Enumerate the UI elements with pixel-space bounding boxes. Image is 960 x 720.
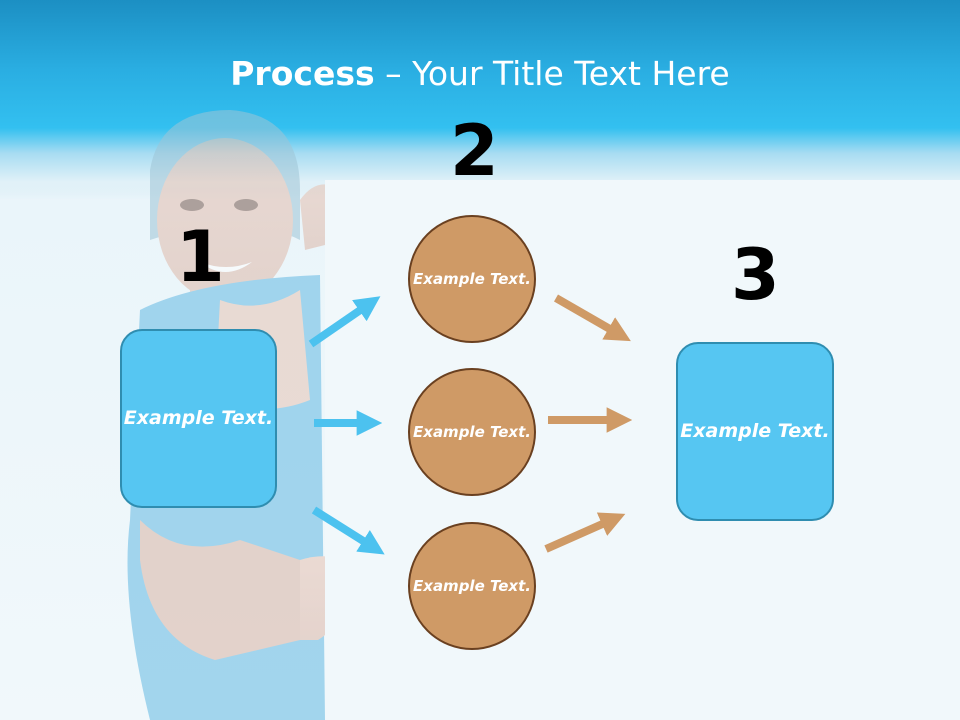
circle-label: Example Text. [413,422,531,441]
arrow-blue-down [311,506,385,555]
circle-label: Example Text. [413,576,531,595]
title-rest: Your Title Text Here [412,54,730,93]
arrow-brown-up [544,512,626,553]
header-band [0,0,960,128]
start-box-label: Example Text. [123,407,274,430]
arrow-blue-up [308,296,381,348]
circle-step-middle: Example Text. [408,368,536,496]
circle-label: Example Text. [413,269,531,288]
end-box: Example Text. [676,342,834,521]
step-number-2: 2 [450,110,499,192]
page-title: Process – Your Title Text Here [0,54,960,93]
start-box: Example Text. [120,329,277,508]
arrow-brown-down [554,294,631,342]
step-number-1: 1 [176,216,225,298]
title-bold: Process [230,54,375,93]
end-box-label: Example Text. [680,420,830,443]
step-number-3: 3 [731,234,780,316]
circle-step-bottom: Example Text. [408,522,536,650]
title-dash: – [374,54,413,93]
circle-step-top: Example Text. [408,215,536,343]
